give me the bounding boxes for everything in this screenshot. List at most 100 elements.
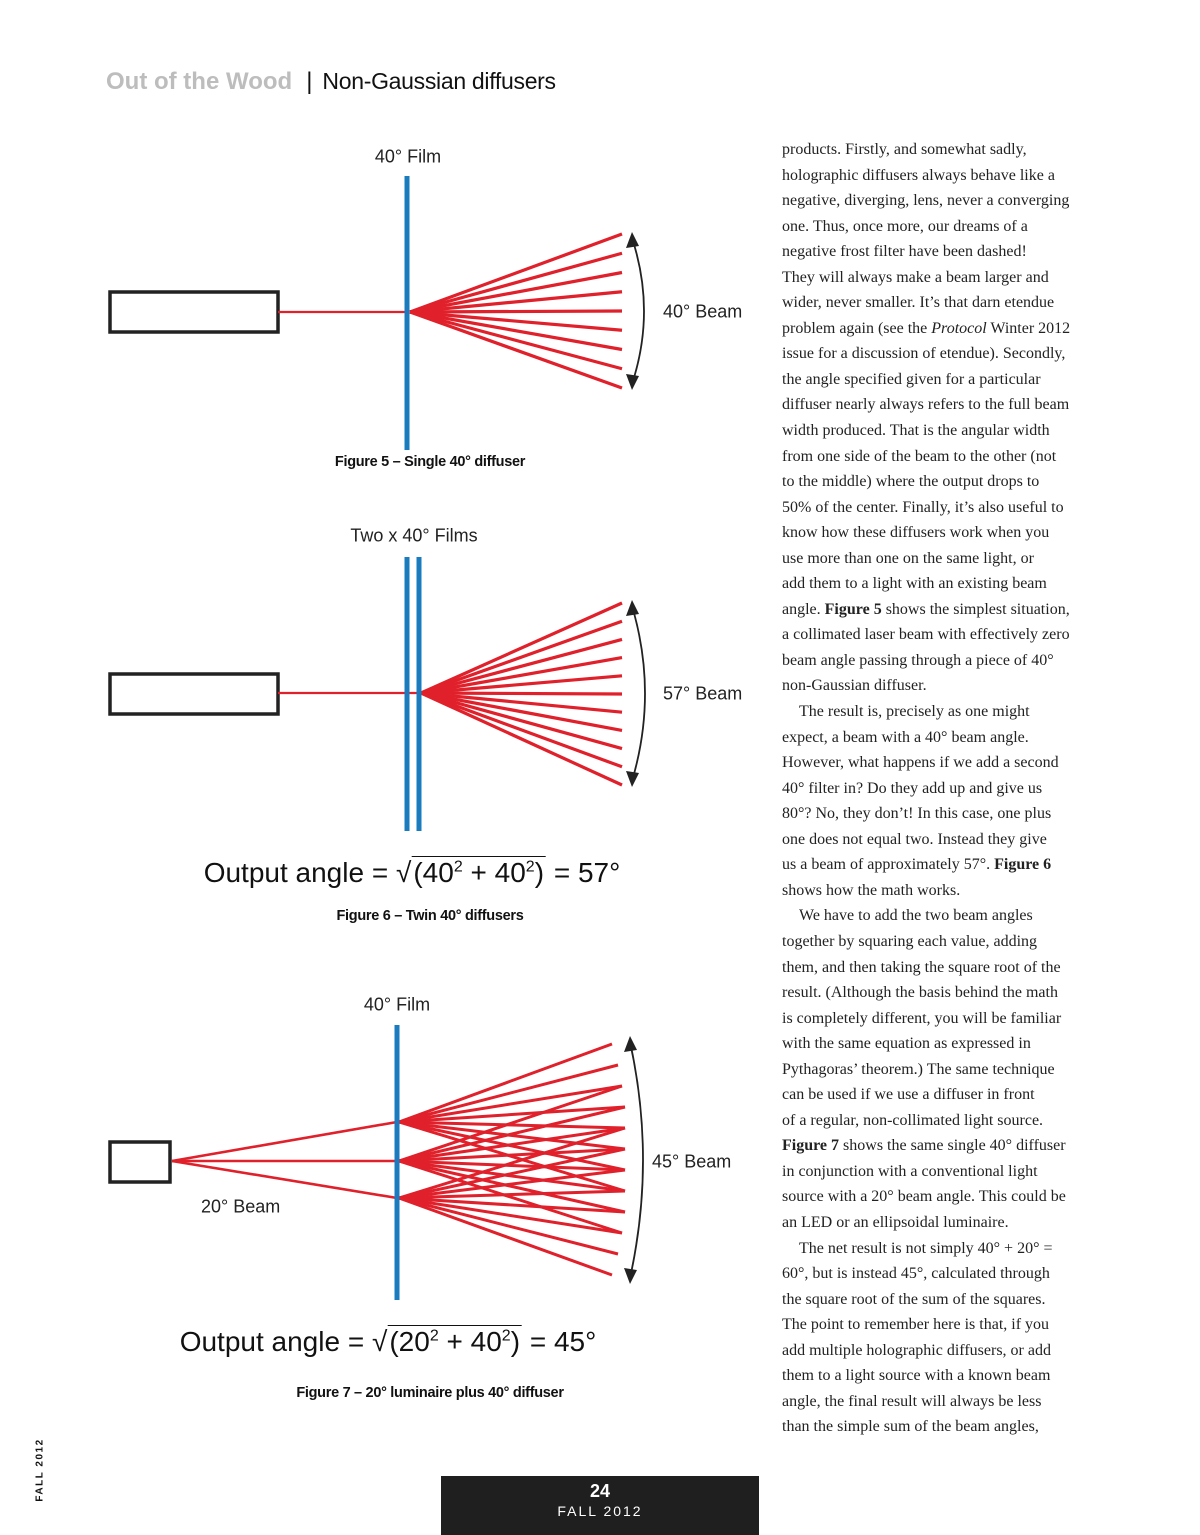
body-text-line: shows how the math works. bbox=[782, 881, 961, 899]
body-text-line: diffuser nearly always refers to the ful… bbox=[782, 396, 1070, 414]
body-text-line: together by squaring each value, adding bbox=[782, 932, 1038, 950]
fig7-output-ray bbox=[398, 1147, 626, 1200]
fig5-output-ray bbox=[409, 310, 623, 332]
fig7-output-ray bbox=[398, 1196, 623, 1235]
body-text-line: They will always make a beam larger and bbox=[782, 268, 1049, 286]
body-text-line: The point to remember here is that, if y… bbox=[782, 1316, 1050, 1334]
body-text-line: source with a 20° beam angle. This could… bbox=[782, 1188, 1066, 1206]
fig6-output-ray bbox=[420, 674, 623, 695]
fig6-output-ray bbox=[420, 691, 623, 714]
fig5-output-ray bbox=[409, 309, 623, 314]
body-text-line: issue for a discussion of etendue). Seco… bbox=[782, 345, 1066, 363]
fig7-film-label: 40° Film bbox=[363, 994, 431, 1015]
body-text-line: wider, never smaller. It’s that darn ete… bbox=[782, 294, 1055, 312]
arrowhead-up-icon bbox=[626, 600, 639, 616]
body-text-line: with the same equation as expressed in bbox=[782, 1035, 1031, 1053]
equation-term-a: 20 bbox=[398, 1326, 430, 1357]
publication-name: Protocol bbox=[931, 319, 987, 337]
body-text-line: angle, the final result will always be l… bbox=[782, 1392, 1042, 1410]
body-text-line: us a beam of approximately 57°. Figure 6 bbox=[782, 852, 1102, 878]
fig6-beam-arc bbox=[631, 605, 646, 782]
figure-reference: Figure 6 bbox=[994, 856, 1052, 874]
fig7-light-source bbox=[108, 1140, 172, 1184]
body-text-line: them to a light source with a known beam bbox=[782, 1367, 1051, 1385]
arrowhead-down-icon bbox=[626, 374, 639, 390]
body-text-line: Pythagoras’ theorem.) The same technique bbox=[782, 1060, 1055, 1078]
equation-lhs: Output angle = bbox=[179, 1326, 365, 1357]
fig7-caption: Figure 7 – 20° luminaire plus 40° diffus… bbox=[296, 1385, 564, 1401]
fig6-output-ray bbox=[420, 691, 623, 769]
body-text-column: products. Firstly, and somewhat sadly, ho… bbox=[782, 137, 1102, 1440]
body-text-line: one. Thus, once more, our dreams of a bbox=[782, 217, 1028, 235]
fig7-source-ray bbox=[171, 1159, 398, 1200]
body-text-line: in conjunction with a conventional light bbox=[782, 1162, 1038, 1180]
fig6-output-ray bbox=[420, 601, 623, 695]
fig7-output-ray bbox=[398, 1159, 623, 1235]
sqrt-icon: √ bbox=[395, 857, 412, 888]
fig7-output-ray bbox=[398, 1147, 626, 1163]
arrowhead-down-icon bbox=[624, 1268, 637, 1284]
body-text-line: negative, diverging, lens, never a conve… bbox=[782, 192, 1070, 210]
exponent: 2 bbox=[453, 858, 463, 876]
equation-term-b: 40 bbox=[494, 857, 526, 888]
body-text-line: from one side of the beam to the other (… bbox=[782, 447, 1057, 465]
sqrt-icon: √ bbox=[371, 1326, 388, 1357]
body-text-line: expect, a beam with a 40° beam angle. bbox=[782, 728, 1029, 746]
body-text-line: can be used if we use a diffuser in fron… bbox=[782, 1086, 1035, 1104]
body-text-line: an LED or an ellipsoidal luminaire. bbox=[782, 1213, 1009, 1231]
figure-reference: Figure 5 bbox=[824, 600, 882, 618]
fig7-output-ray bbox=[398, 1105, 626, 1163]
fig6-light-source bbox=[108, 672, 280, 716]
fig6-caption: Figure 6 – Twin 40° diffusers bbox=[336, 908, 524, 924]
body-text-line: products. Firstly, and somewhat sadly, bbox=[782, 141, 1027, 158]
fig7-output-ray bbox=[398, 1120, 626, 1130]
fig5-output-ray bbox=[409, 310, 623, 352]
fig5-output-ray bbox=[409, 310, 623, 390]
body-text-line: However, what happens if we add a second bbox=[782, 754, 1059, 772]
fig7-source-beam-label: 20° Beam bbox=[201, 1196, 281, 1217]
body-text-line: The result is, precisely as one might bbox=[782, 699, 1102, 725]
fig7-output-ray bbox=[398, 1084, 623, 1163]
fig7-beam-label: 45° Beam bbox=[652, 1151, 732, 1172]
fig7-output-ray bbox=[398, 1196, 613, 1277]
text-segment: The result is, precisely as one might bbox=[799, 703, 1030, 721]
fig5-caption: Figure 5 – Single 40° diffuser bbox=[334, 454, 526, 470]
fig5-output-ray bbox=[409, 232, 623, 314]
fig5-beam-label: 40° Beam bbox=[663, 301, 743, 322]
section-name: Out of the Wood bbox=[106, 68, 293, 95]
arrowhead-up-icon bbox=[624, 1036, 637, 1052]
body-text-line: the angle specified given for a particul… bbox=[782, 370, 1041, 388]
body-text-line: holographic diffusers always behave like… bbox=[782, 166, 1055, 184]
body-text-line: use more than one on the same light, or bbox=[782, 549, 1034, 567]
fig5-beam-arc bbox=[631, 237, 645, 385]
fig7-output-ray bbox=[398, 1042, 613, 1124]
fig6-output-ray bbox=[420, 691, 623, 696]
diagrams-canvas bbox=[108, 176, 646, 1300]
fig7-output-ray bbox=[398, 1168, 626, 1200]
equation-rhs: = 57° bbox=[553, 857, 621, 888]
body-text-line: Figure 7 shows the same single 40° diffu… bbox=[782, 1133, 1102, 1159]
body-text-line: The net result is not simply 40° + 20° = bbox=[782, 1236, 1102, 1262]
text-segment: shows the simplest situation, bbox=[881, 600, 1070, 618]
text-segment: us a beam of approximately 57°. bbox=[782, 856, 995, 874]
fig6-output-ray bbox=[420, 691, 623, 751]
fig6-beam-label: 57° Beam bbox=[663, 683, 743, 704]
side-issue-label: FALL 2012 bbox=[34, 1438, 46, 1502]
fig7-beam-arc bbox=[629, 1041, 644, 1279]
body-text-line: is completely different, you will be fam… bbox=[782, 1009, 1062, 1027]
body-text-line: angle. Figure 5 shows the simplest situa… bbox=[782, 597, 1102, 623]
fig6-output-ray bbox=[420, 691, 623, 732]
fig7-source-ray bbox=[171, 1120, 398, 1163]
equation-term-a: 40 bbox=[422, 857, 454, 888]
body-text-line: to the middle) where the output drops to bbox=[782, 473, 1040, 491]
body-text-line: result. (Although the basis behind the m… bbox=[782, 984, 1058, 1002]
body-text-line: negative frost filter have been dashed! bbox=[782, 243, 1027, 261]
body-text-line: add them to a light with an existing bea… bbox=[782, 575, 1047, 593]
fig7-output-ray bbox=[398, 1063, 619, 1124]
fig5-light-source bbox=[108, 290, 280, 334]
fig6-equation: Output angle = √(402 + 402) = 57° bbox=[203, 856, 621, 888]
fig7-output-ray bbox=[398, 1196, 619, 1256]
fig6-output-ray bbox=[420, 691, 623, 787]
fig7-output-ray bbox=[398, 1084, 623, 1124]
article-title: Non-Gaussian diffusers bbox=[322, 68, 556, 94]
